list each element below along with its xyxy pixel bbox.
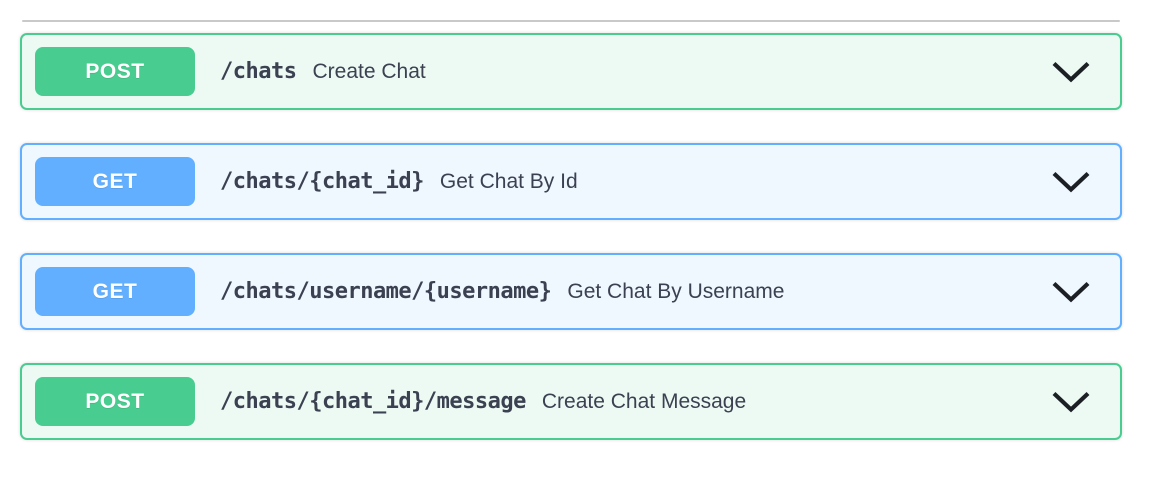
endpoint-summary: Create Chat (312, 59, 426, 83)
endpoint-path: /chats/{chat_id}/message (220, 389, 526, 414)
endpoint-row-get-2[interactable]: GET /chats/{chat_id} Get Chat By Id (20, 143, 1122, 220)
endpoint-summary: Get Chat By Username (567, 279, 785, 303)
endpoint-path: /chats (220, 59, 297, 84)
method-badge: POST (35, 377, 195, 426)
section-divider (22, 20, 1120, 22)
endpoint-summary: Create Chat Message (541, 389, 747, 413)
chevron-down-icon[interactable] (1051, 391, 1091, 413)
endpoint-row-post-1[interactable]: POST /chats Create Chat (20, 33, 1122, 110)
endpoint-row-post-4[interactable]: POST /chats/{chat_id}/message Create Cha… (20, 363, 1122, 440)
opblock-container: POST /chats Create Chat GET /chats/{chat… (20, 33, 1122, 440)
chevron-down-icon[interactable] (1051, 61, 1091, 83)
method-badge: GET (35, 157, 195, 206)
chevron-down-icon[interactable] (1051, 281, 1091, 303)
method-badge: POST (35, 47, 195, 96)
endpoint-summary: Get Chat By Id (439, 169, 578, 193)
api-endpoint-list: POST /chats Create Chat GET /chats/{chat… (20, 20, 1122, 440)
endpoint-row-get-3[interactable]: GET /chats/username/{username} Get Chat … (20, 253, 1122, 330)
chevron-down-icon[interactable] (1051, 171, 1091, 193)
endpoint-path: /chats/{chat_id} (220, 169, 424, 194)
endpoint-path: /chats/username/{username} (220, 279, 552, 304)
method-badge: GET (35, 267, 195, 316)
